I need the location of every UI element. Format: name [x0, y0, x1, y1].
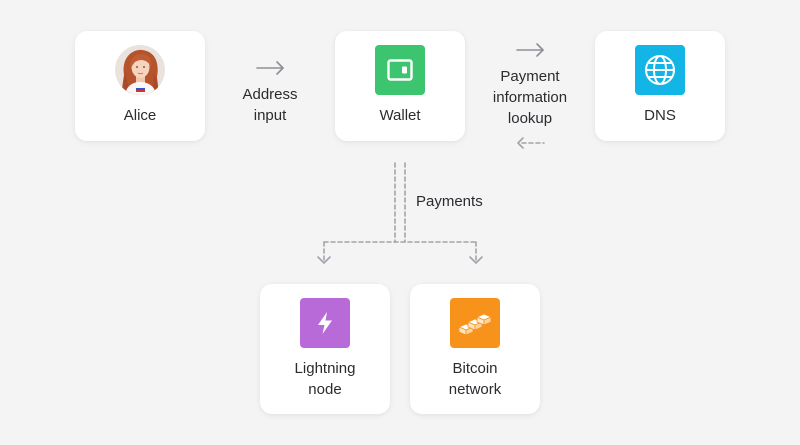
- arrow-dns-to-wallet-dashed: [517, 137, 545, 149]
- address-input-line2: input: [253, 107, 287, 124]
- address-input-label: Address input: [230, 84, 310, 126]
- lightning-label-line2: node: [308, 381, 342, 398]
- payment-lookup-line1: Payment: [500, 68, 560, 85]
- wallet-label: Wallet: [379, 107, 421, 124]
- payments-branch-dashed: [323, 162, 477, 263]
- address-input-line1: Address: [242, 86, 298, 103]
- dns-card[interactable]: DNS: [595, 31, 725, 141]
- lightning-node-card[interactable]: Lightning node: [260, 284, 390, 414]
- alice-card[interactable]: Alice: [75, 31, 205, 141]
- globe-icon: [635, 45, 685, 95]
- wallet-card[interactable]: Wallet: [335, 31, 465, 141]
- payment-lookup-line2: information: [492, 89, 568, 106]
- bitcoin-label-line1: Bitcoin: [452, 360, 498, 377]
- alice-avatar: [115, 45, 165, 95]
- lightning-label: Lightning node: [295, 358, 356, 400]
- blocks-icon: [450, 298, 500, 348]
- wallet-icon: [375, 45, 425, 95]
- lightning-label-line1: Lightning: [294, 360, 356, 377]
- payment-lookup-label: Payment information lookup: [480, 66, 580, 129]
- arrow-alice-to-wallet: [256, 61, 284, 75]
- bitcoin-label-line2: network: [448, 381, 502, 398]
- alice-label: Alice: [123, 107, 157, 124]
- payments-arrowheads: [317, 256, 483, 264]
- payments-label: Payments: [416, 193, 483, 210]
- lightning-bolt-icon: [300, 298, 350, 348]
- arrow-wallet-to-dns: [516, 43, 544, 57]
- dns-label: DNS: [644, 107, 676, 124]
- bitcoin-network-card[interactable]: Bitcoin network: [410, 284, 540, 414]
- bitcoin-label: Bitcoin network: [449, 358, 502, 400]
- payment-lookup-line3: lookup: [507, 110, 553, 127]
